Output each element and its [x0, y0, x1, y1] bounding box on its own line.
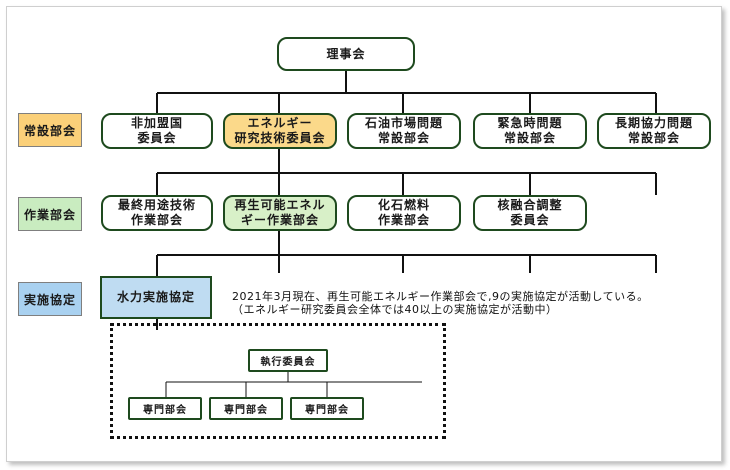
row-tag-standing: 常設部会	[18, 113, 82, 147]
expert-group-node: 専門部会	[290, 397, 364, 420]
row-tag-working: 作業部会	[18, 197, 82, 231]
node-emergency-group: 緊急時問題 常設部会	[473, 113, 587, 149]
expert-group-node: 専門部会	[209, 397, 283, 420]
row-tag-agreement: 実施協定	[18, 282, 82, 316]
node-long-term-cooperation-group: 長期協力問題 常設部会	[597, 113, 711, 149]
note-line-1: 2021年3月現在、再生可能エネルギー作業部会で,9の実施協定が活動している。	[232, 290, 649, 303]
board-node: 理事会	[277, 37, 415, 71]
node-oil-market-group: 石油市場問題 常設部会	[347, 113, 461, 149]
agreement-note: 2021年3月現在、再生可能エネルギー作業部会で,9の実施協定が活動している。 …	[232, 290, 649, 316]
node-hydropower-agreement: 水力実施協定	[100, 276, 212, 319]
expert-group-node: 専門部会	[128, 397, 202, 420]
note-line-2: （エネルギー研究委員会全体では40以上の実施協定が活動中）	[232, 303, 558, 316]
node-energy-research-committee: エネルギー 研究技術委員会	[223, 113, 337, 149]
node-fusion-committee: 核融合調整 委員会	[473, 195, 587, 231]
agreement-structure-box	[110, 323, 446, 439]
node-non-member-committee: 非加盟国 委員会	[101, 113, 213, 149]
node-renewable-working-party: 再生可能エネル ギー作業部会	[223, 195, 337, 231]
diagram-frame	[6, 6, 722, 462]
executive-committee-node: 執行委員会	[248, 349, 328, 372]
node-fossil-fuel-working-party: 化石燃料 作業部会	[347, 195, 461, 231]
node-end-use-working-party: 最終用途技術 作業部会	[101, 195, 213, 231]
